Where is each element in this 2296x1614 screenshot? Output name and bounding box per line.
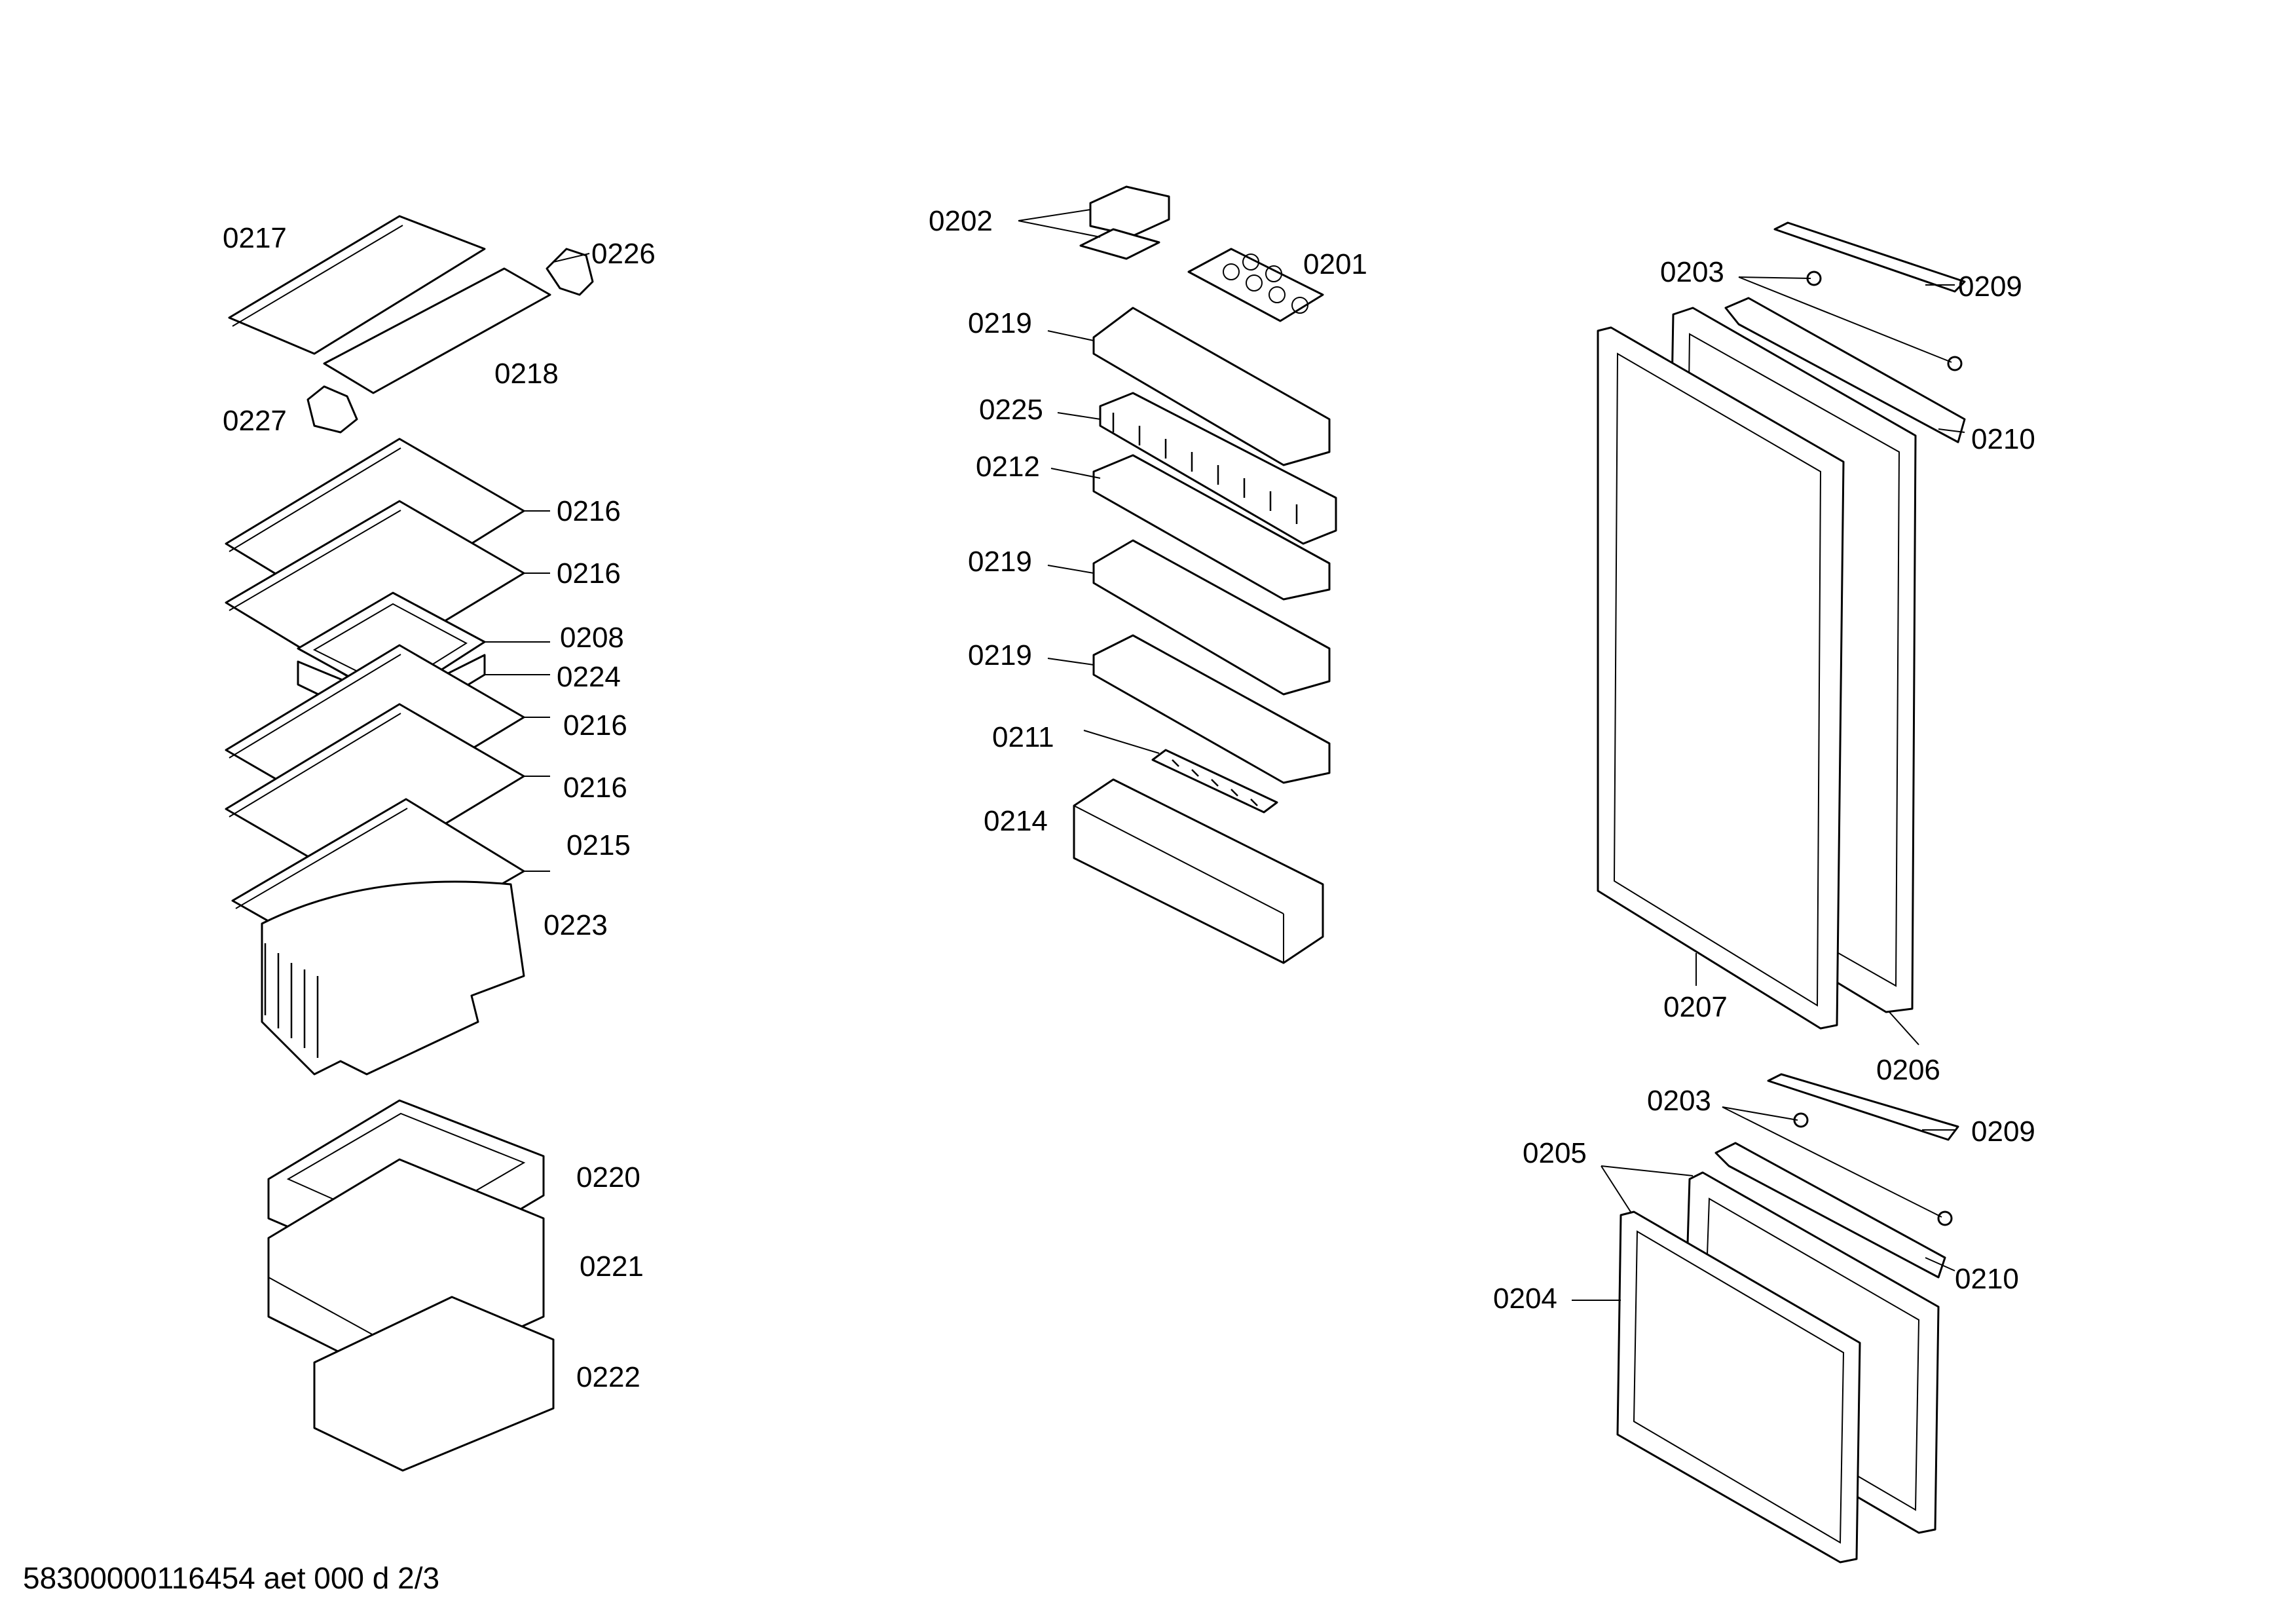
label-0206: 0206 — [1876, 1054, 1940, 1086]
label-0201: 0201 — [1303, 248, 1367, 280]
label-0222: 0222 — [576, 1361, 640, 1393]
part-0227-bracket — [306, 385, 358, 434]
part-0219-door-rack-3 — [1092, 634, 1331, 784]
label-0212: 0212 — [976, 451, 1040, 483]
part-0202-butter-compartment — [1079, 185, 1170, 260]
part-0203-screw-lower-2 — [1937, 1210, 1953, 1226]
part-labels: 0217 0226 0218 0227 0216 0216 0208 0224 … — [223, 205, 2035, 1393]
part-0209-hinge-cover-upper — [1773, 221, 1966, 293]
label-0210-upper: 0210 — [1971, 423, 2035, 455]
part-0212-door-rack — [1092, 454, 1331, 601]
label-0226: 0226 — [591, 238, 656, 270]
right-column-parts — [1597, 221, 1966, 1564]
label-0214: 0214 — [984, 805, 1048, 837]
part-0211-bottle-holder — [1151, 749, 1278, 814]
label-0219-2: 0219 — [968, 546, 1032, 578]
label-0207: 0207 — [1663, 991, 1728, 1023]
part-0204-freezer-door-gasket — [1616, 1210, 1861, 1564]
label-0203-upper: 0203 — [1660, 256, 1724, 288]
part-0201-egg-tray — [1187, 248, 1324, 322]
part-0207-door-gasket — [1597, 326, 1845, 1030]
label-0227: 0227 — [223, 405, 287, 437]
part-0209-hinge-cover-lower — [1767, 1073, 1959, 1141]
label-0211: 0211 — [992, 721, 1054, 753]
part-0222-drawer — [313, 1296, 555, 1472]
label-0215: 0215 — [566, 829, 631, 861]
label-0223: 0223 — [544, 909, 608, 941]
label-0216-1: 0216 — [557, 495, 621, 527]
part-0226-bracket — [546, 248, 594, 296]
label-0208: 0208 — [560, 622, 624, 654]
label-0218: 0218 — [494, 358, 559, 390]
label-0216-2: 0216 — [557, 557, 621, 590]
label-0205: 0205 — [1523, 1137, 1587, 1169]
leader-lines — [485, 209, 1965, 1301]
label-0225: 0225 — [979, 394, 1043, 426]
label-0220: 0220 — [576, 1161, 640, 1193]
label-0216-3: 0216 — [563, 709, 627, 741]
part-0223-crisper-bin — [261, 880, 525, 1076]
label-0216-4: 0216 — [563, 772, 627, 804]
part-0210-hinge-upper — [1724, 297, 1966, 443]
label-0203-lower: 0203 — [1647, 1085, 1711, 1117]
part-0219-door-rack-1 — [1092, 307, 1331, 466]
label-0219-1: 0219 — [968, 307, 1032, 339]
part-0203-screw-upper-2 — [1947, 356, 1963, 371]
label-0210-lower: 0210 — [1955, 1263, 2019, 1295]
part-0217-shelf — [228, 215, 486, 355]
label-0219-3: 0219 — [968, 639, 1032, 671]
label-0202: 0202 — [929, 205, 993, 237]
label-0224: 0224 — [557, 661, 621, 693]
label-0217: 0217 — [223, 222, 287, 254]
document-reference: 58300000116454 aet 000 d 2/3 — [23, 1561, 439, 1595]
part-0219-door-rack-2 — [1092, 539, 1331, 696]
part-0210-hinge-lower — [1714, 1142, 1946, 1279]
label-0209-upper: 0209 — [1958, 271, 2022, 303]
label-0221: 0221 — [580, 1250, 644, 1283]
part-0225-bottle-guard — [1099, 392, 1337, 545]
label-0209-lower: 0209 — [1971, 1116, 2035, 1148]
label-0204: 0204 — [1493, 1283, 1557, 1315]
middle-column-parts — [1073, 185, 1337, 964]
part-0218-shelf-strip — [323, 267, 551, 394]
part-0214-bottle-rack — [1073, 778, 1324, 964]
